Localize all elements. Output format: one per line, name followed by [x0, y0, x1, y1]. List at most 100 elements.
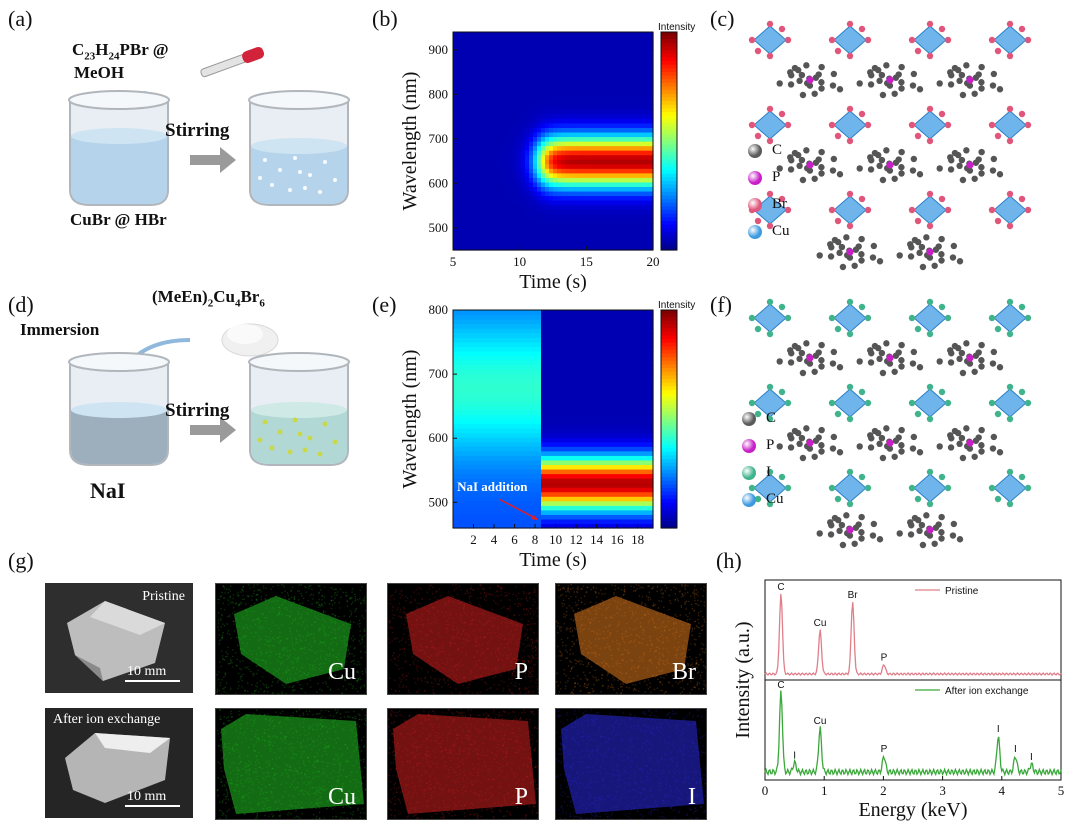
heatmap-cell — [489, 91, 494, 97]
heatmap-cell — [489, 473, 494, 479]
heatmap-cell — [529, 423, 534, 429]
heatmap-cell — [529, 464, 534, 470]
heatmap-cell — [589, 514, 594, 520]
heatmap-cell — [473, 332, 478, 338]
heatmap-cell — [617, 231, 622, 237]
heatmap-cell — [453, 409, 458, 416]
heatmap-cell — [465, 341, 470, 347]
heatmap-cell — [529, 359, 534, 366]
heatmap-cell — [465, 77, 470, 83]
heatmap-cell — [453, 172, 458, 178]
heatmap-cell — [597, 373, 602, 379]
heatmap-cell — [457, 341, 462, 347]
heatmap-cell — [625, 104, 630, 110]
heatmap-cell — [569, 523, 574, 529]
stirring-label-d: Stirring — [165, 400, 230, 421]
carbon-atom — [815, 156, 822, 163]
heatmap-cell — [621, 346, 626, 352]
carbon-atom — [858, 235, 865, 243]
heatmap-cell — [465, 332, 470, 338]
heatmap-cell — [477, 459, 482, 466]
heatmap-cell — [473, 473, 478, 479]
heatmap-cell — [617, 168, 622, 174]
heatmap-cell — [561, 509, 566, 515]
heatmap-cell — [605, 200, 610, 206]
heatmap-cell — [521, 63, 526, 69]
heatmap-cell — [509, 373, 514, 379]
heatmap-cell — [573, 127, 578, 133]
heatmap-cell — [589, 387, 594, 393]
halogen-atom — [828, 121, 836, 129]
heatmap-cell — [505, 482, 510, 488]
heatmap-cell — [621, 514, 626, 520]
heatmap-cell — [493, 310, 498, 316]
heatmap-cell — [641, 54, 646, 60]
heatmap-cell — [569, 314, 574, 320]
heatmap-cell — [649, 204, 654, 210]
halogen-atom — [908, 121, 916, 129]
heatmap-cell — [649, 227, 654, 233]
heatmap-cell — [473, 190, 478, 197]
heatmap-cell — [529, 428, 534, 434]
heatmap-cell — [637, 32, 642, 38]
heatmap-cell — [585, 245, 590, 251]
heatmap-cell — [553, 150, 558, 156]
heatmap-cell — [545, 81, 550, 88]
heatmap-cell — [597, 181, 602, 188]
heatmap-cell — [577, 81, 582, 88]
heatmap-cell — [557, 68, 562, 74]
heatmap-cell — [545, 491, 550, 497]
heatmap-cell — [553, 364, 558, 370]
heatmap-cell — [525, 141, 530, 147]
heatmap-cell — [625, 419, 630, 425]
heatmap-cell — [529, 227, 534, 233]
heatmap-cell — [553, 104, 558, 110]
heatmap-cell — [621, 310, 626, 316]
heatmap-cell — [581, 346, 586, 352]
heatmap-cell — [489, 387, 494, 393]
heatmap-cell — [505, 231, 510, 237]
heatmap-cell — [545, 68, 550, 74]
heatmap-cell — [569, 518, 574, 525]
heatmap-cell — [517, 218, 522, 224]
heatmap-cell — [589, 195, 594, 201]
heatmap-cell — [569, 204, 574, 210]
heatmap-cell — [533, 405, 538, 411]
heatmap-cell — [545, 382, 550, 388]
heatmap-cell — [549, 213, 554, 219]
heatmap-cell — [517, 491, 522, 497]
heatmap-cell — [521, 145, 526, 151]
heatmap-cell — [509, 218, 514, 224]
heatmap-cell — [581, 186, 586, 192]
heatmap-cell — [485, 72, 490, 79]
heatmap-cell — [561, 414, 566, 420]
heatmap-cell — [469, 204, 474, 210]
heatmap-cell — [601, 36, 606, 42]
heatmap-cell — [577, 95, 582, 101]
heatmap-cell — [645, 181, 650, 188]
heatmap-cell — [553, 423, 558, 429]
heatmap-cell — [513, 378, 518, 384]
heatmap-cell — [461, 190, 466, 197]
heatmap-cell — [637, 163, 642, 169]
heatmap-cell — [625, 54, 630, 60]
heatmap-cell — [505, 154, 510, 160]
heatmap-cell — [485, 122, 490, 128]
heatmap-cell — [645, 122, 650, 128]
heatmap-cell — [505, 387, 510, 393]
heatmap-cell — [537, 450, 542, 456]
heatmap-cell — [493, 391, 498, 397]
heatmap-cell — [557, 468, 562, 475]
heatmap-cell — [473, 54, 478, 60]
heatmap-cell — [509, 319, 514, 325]
heatmap-cell — [525, 496, 530, 502]
solvent-label: MeOH — [74, 63, 125, 82]
heatmap-cell — [557, 36, 562, 42]
heatmap-cell — [593, 359, 598, 366]
heatmap-cell — [593, 45, 598, 51]
heatmap-cell — [521, 245, 526, 251]
heatmap-cell — [553, 45, 558, 51]
heatmap-cell — [541, 172, 546, 178]
heatmap-cell — [541, 231, 546, 237]
heatmap-cell — [565, 236, 570, 242]
